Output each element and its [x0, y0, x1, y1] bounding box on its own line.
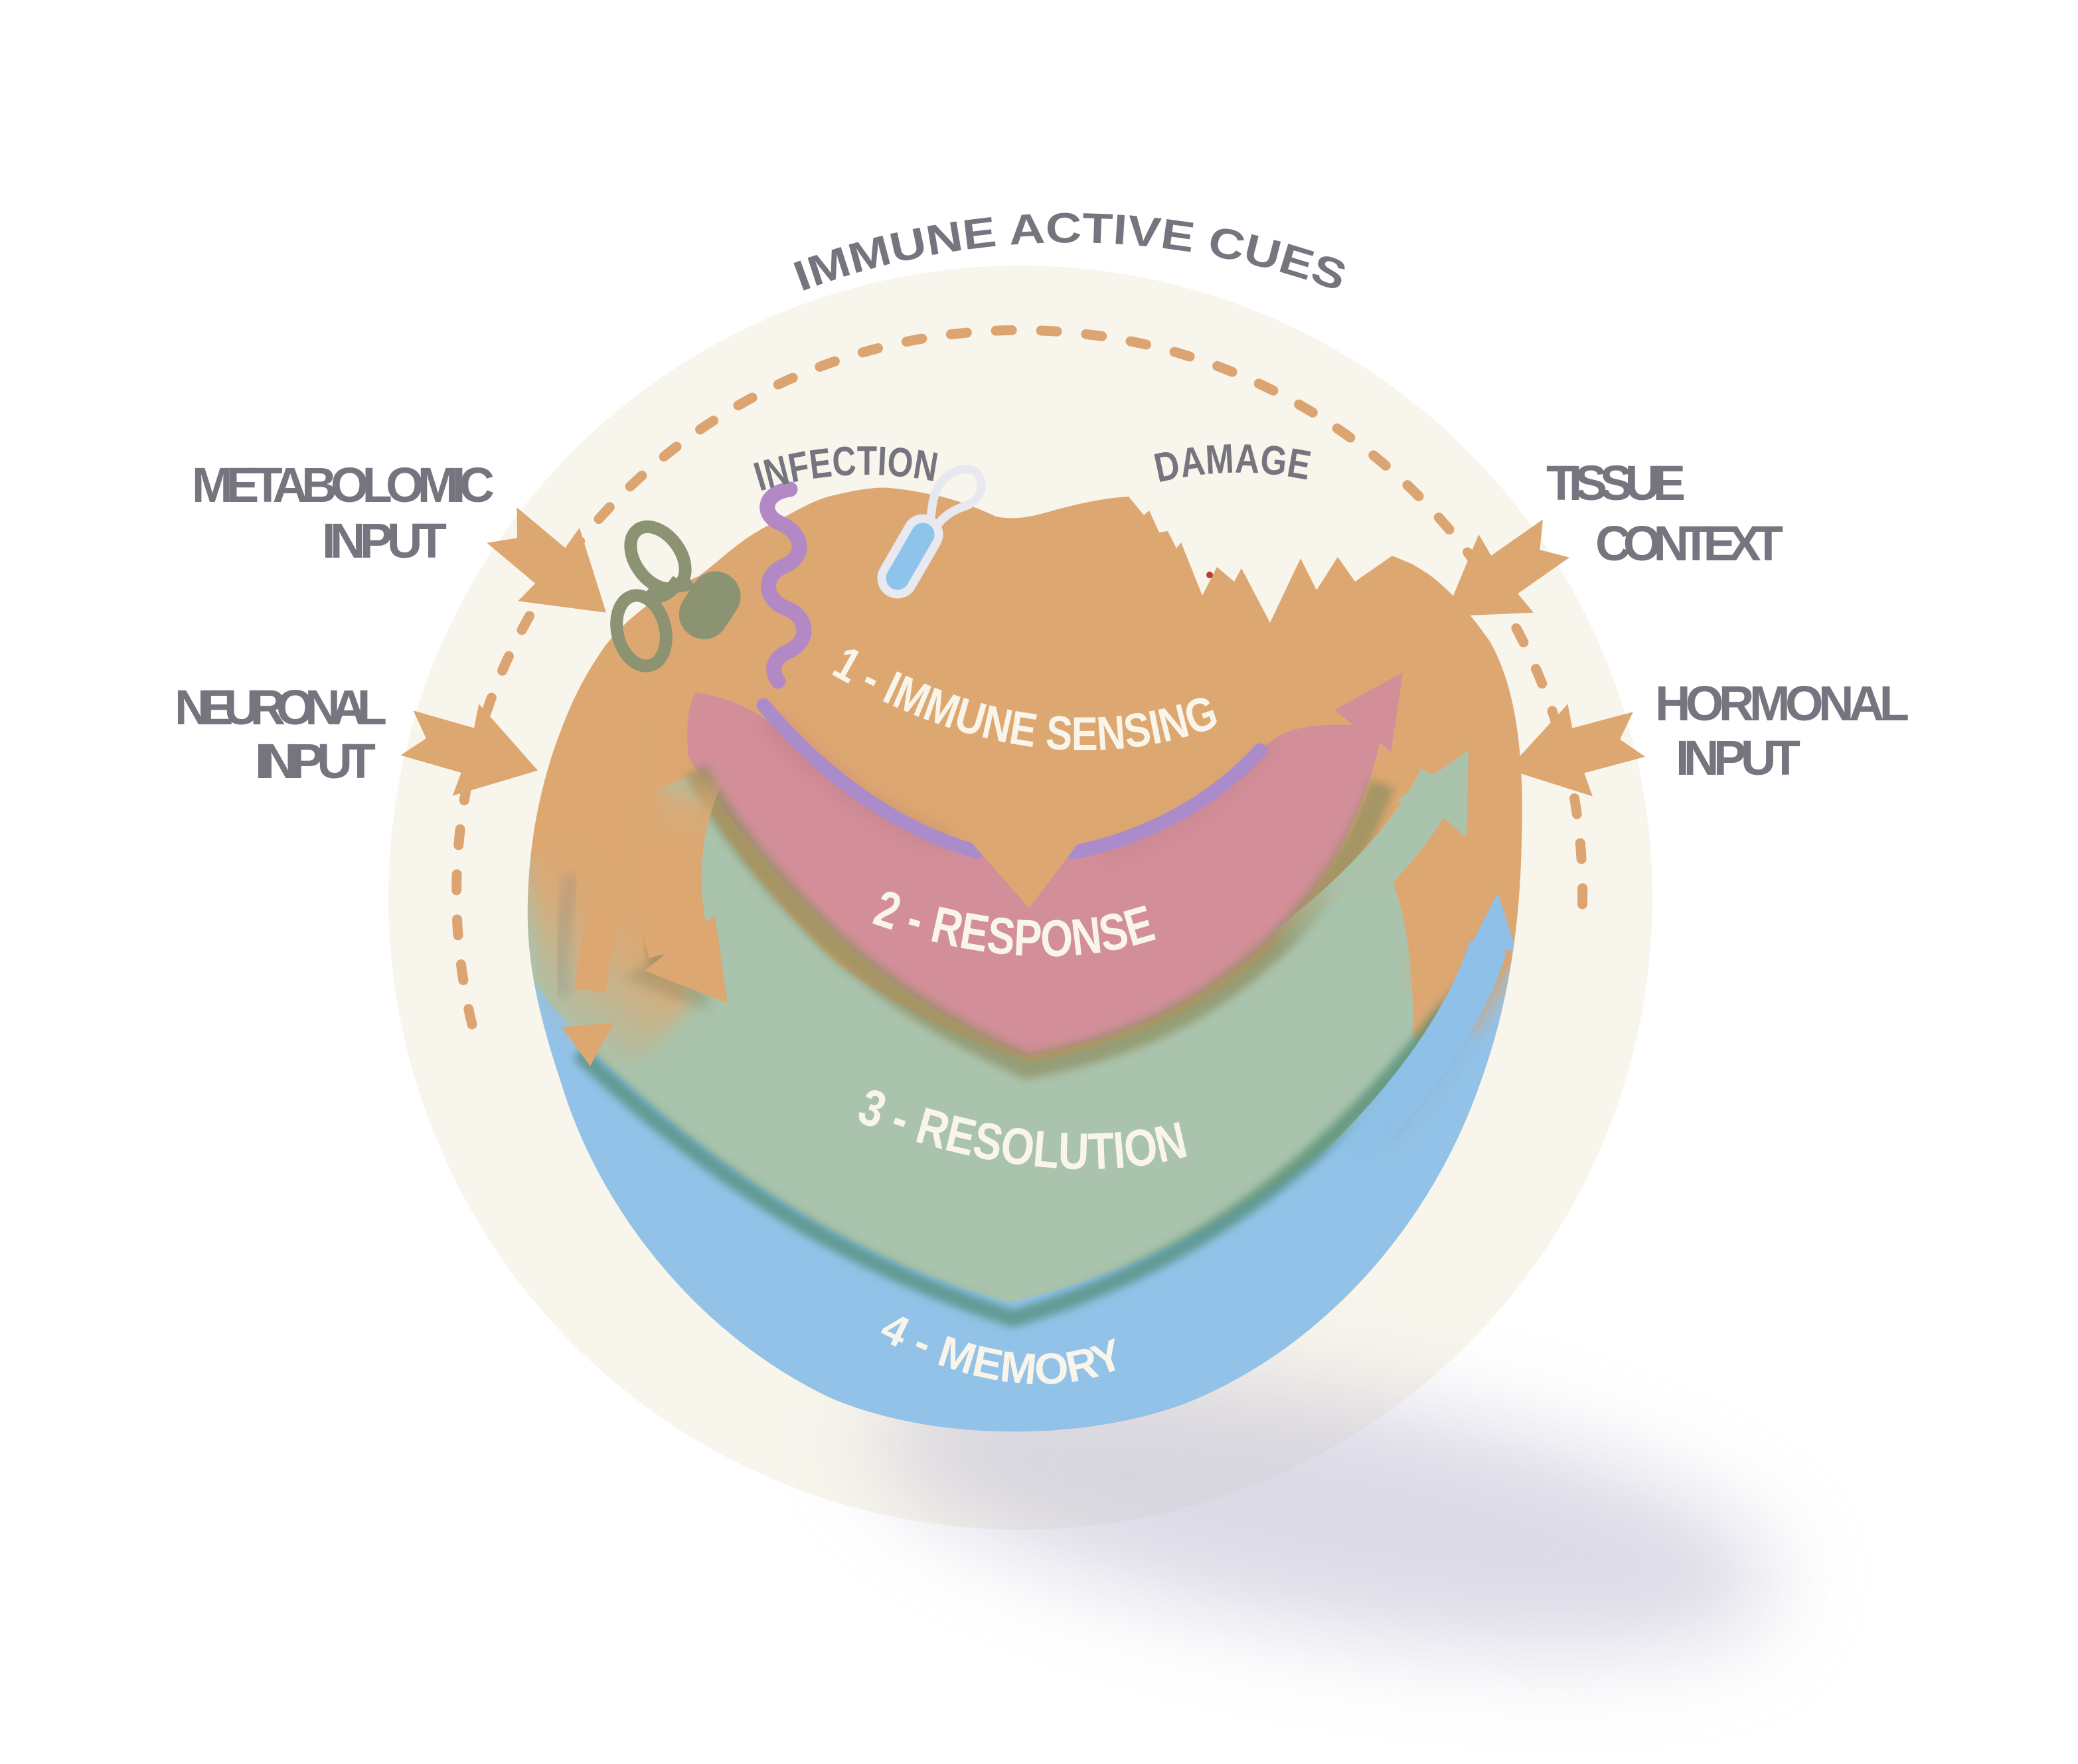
- svg-text:INPUT: INPUT: [1676, 730, 1800, 785]
- svg-text:METABOLOMIC: METABOLOMIC: [192, 457, 495, 513]
- svg-text:HORMONAL: HORMONAL: [1655, 676, 1909, 731]
- svg-text:INPUT: INPUT: [255, 734, 376, 789]
- svg-text:INPUT: INPUT: [322, 513, 447, 568]
- svg-text:TISSUE: TISSUE: [1546, 455, 1686, 511]
- svg-text:NEURONAL: NEURONAL: [175, 680, 387, 735]
- svg-text:CONTEXT: CONTEXT: [1595, 516, 1783, 571]
